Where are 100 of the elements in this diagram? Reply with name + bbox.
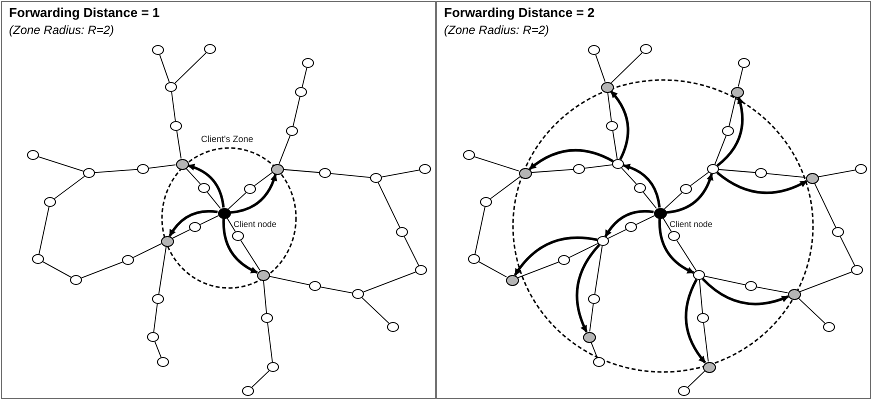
- curved-arrow: [684, 278, 706, 364]
- node-circle: [463, 150, 475, 160]
- node-circle: [600, 82, 614, 92]
- link-line: [766, 173, 806, 178]
- node-circle: [387, 322, 399, 332]
- node-circle: [680, 184, 692, 194]
- panel-title: Forwarding Distance = 2: [444, 5, 595, 20]
- node-circle: [697, 313, 709, 323]
- node-circle: [823, 322, 835, 332]
- node-circle: [702, 362, 716, 372]
- link-line: [38, 156, 84, 172]
- node-circle: [218, 208, 230, 218]
- link-line: [283, 169, 320, 173]
- node-circle: [755, 168, 767, 178]
- link-line: [320, 286, 353, 294]
- node-circle: [606, 121, 618, 131]
- link-line: [642, 192, 657, 209]
- link-line: [378, 182, 400, 228]
- node-circle: [295, 87, 307, 97]
- node-circle: [70, 275, 82, 285]
- node-circle: [244, 184, 256, 194]
- node-circle: [352, 289, 364, 299]
- link-line: [263, 280, 267, 314]
- node-circle: [612, 159, 624, 169]
- link-line: [226, 217, 236, 232]
- panel-frame: [436, 1, 871, 399]
- node-circle: [722, 126, 734, 136]
- link-line: [153, 304, 158, 332]
- link-line: [159, 54, 170, 83]
- link-line: [621, 168, 637, 184]
- link-line: [254, 172, 273, 186]
- link-line: [38, 206, 50, 255]
- node-circle: [309, 281, 321, 291]
- node-circle: [160, 236, 174, 246]
- node-circle: [270, 164, 284, 174]
- node-circle: [415, 265, 427, 275]
- link-line: [200, 215, 219, 225]
- link-line: [176, 130, 182, 159]
- curved-arrow: [528, 148, 614, 170]
- node-circle: [588, 294, 600, 304]
- link-line: [718, 169, 756, 173]
- link-line: [687, 370, 706, 388]
- curved-arrow: [604, 210, 654, 238]
- link-line: [728, 96, 736, 127]
- node-circle: [597, 236, 609, 246]
- link-line: [474, 206, 486, 255]
- link-line: [610, 52, 643, 84]
- node-circle: [730, 86, 744, 98]
- curved-arrow: [716, 172, 808, 194]
- link-line: [267, 322, 273, 362]
- node-circle: [370, 173, 382, 183]
- link-line: [172, 229, 190, 239]
- node-circle: [122, 255, 134, 265]
- node-circle: [745, 281, 757, 291]
- link-line: [690, 172, 709, 186]
- link-line: [517, 262, 560, 278]
- link-line: [148, 164, 176, 169]
- node-circle: [170, 121, 182, 131]
- node-circle: [558, 255, 570, 265]
- link-line: [714, 135, 727, 165]
- link-line: [228, 192, 246, 210]
- node-circle: [27, 150, 39, 160]
- link-line: [676, 240, 697, 272]
- link-line: [490, 176, 521, 200]
- link-line: [278, 135, 291, 164]
- node-circle: [654, 208, 666, 218]
- node-circle: [147, 332, 159, 342]
- curved-arrow: [222, 218, 258, 274]
- link-line: [636, 215, 655, 225]
- link-line: [612, 130, 618, 160]
- node-circle: [137, 164, 149, 174]
- link-line: [154, 341, 162, 358]
- node-circle: [83, 168, 95, 178]
- node-circle: [634, 183, 646, 193]
- link-line: [568, 243, 598, 258]
- link-line: [814, 182, 836, 228]
- node-circle: [640, 44, 652, 54]
- node-circle: [396, 227, 408, 237]
- link-line: [174, 52, 207, 84]
- panel-subtitle: (Zone Radius: R=2): [9, 23, 114, 37]
- link-line: [818, 170, 856, 178]
- link-line: [292, 96, 300, 127]
- node-circle: [165, 82, 177, 92]
- link-line: [158, 246, 167, 294]
- link-line: [240, 240, 260, 271]
- node-circle: [44, 197, 56, 207]
- link-line: [738, 67, 744, 88]
- zone-label: Client's Zone: [201, 134, 254, 144]
- node-circle: [788, 288, 800, 300]
- node-circle: [302, 58, 314, 68]
- node-caption: Client node: [234, 218, 277, 228]
- node-circle: [189, 222, 201, 232]
- link-line: [302, 67, 308, 88]
- link-line: [94, 168, 138, 174]
- node-circle: [668, 231, 680, 241]
- link-line: [594, 246, 603, 294]
- curved-arrow: [188, 164, 225, 208]
- curved-arrow: [658, 218, 694, 274]
- node-circle: [176, 158, 188, 170]
- panel-title: Forwarding Distance = 1: [9, 5, 160, 20]
